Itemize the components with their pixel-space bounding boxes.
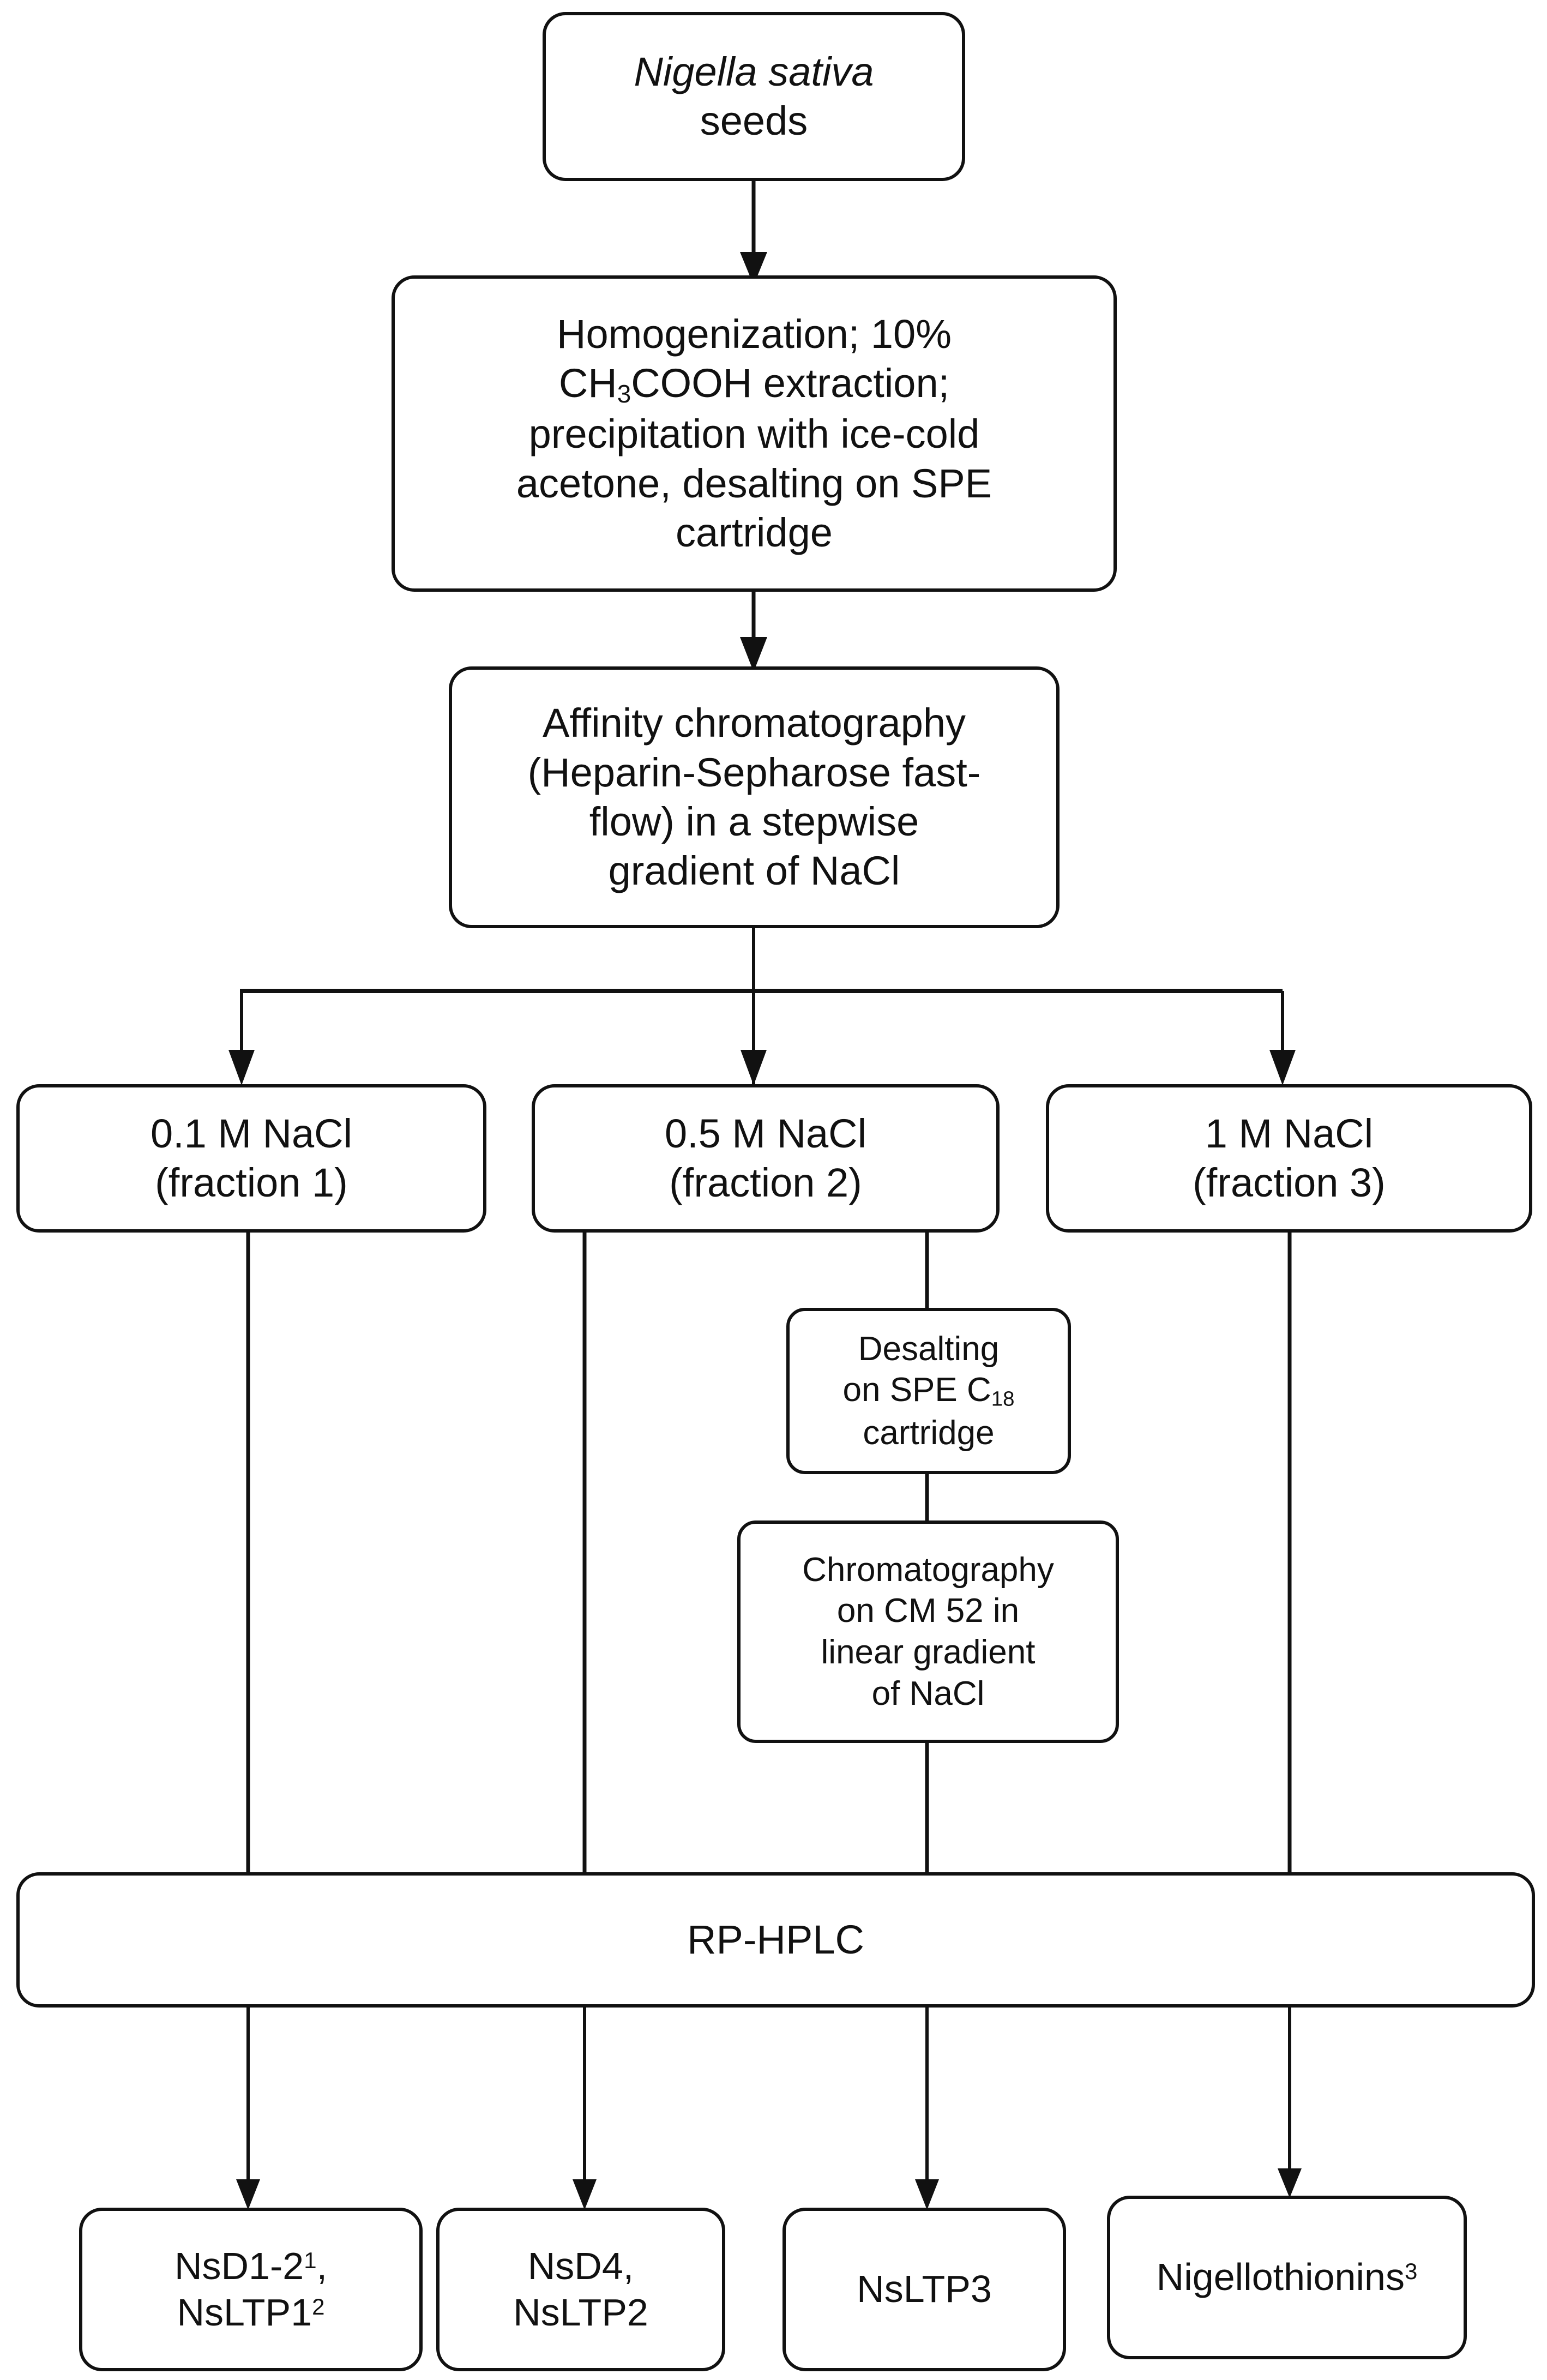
node-fraction-2[interactable]: 0.5 M NaCl (fraction 2) — [532, 1084, 1000, 1233]
node-product1-label: NsD1-21, NsLTP12 — [92, 2243, 410, 2336]
extraction-line2-post: COOH extraction; — [631, 360, 950, 406]
node-product-nigellothionins[interactable]: Nigellothionins3 — [1107, 2196, 1467, 2359]
fraction3-line1: 1 M NaCl — [1205, 1110, 1374, 1156]
desalting-line2-sub: 18 — [991, 1387, 1015, 1411]
extraction-line3: precipitation with ice-cold — [528, 411, 980, 457]
fraction3-line2: (fraction 3) — [1193, 1160, 1386, 1205]
cm52-line2: on CM 52 in — [836, 1592, 1020, 1630]
seeds-species-name: Nigella sativa — [634, 49, 874, 94]
affinity-line1: Affinity chromatography — [542, 700, 966, 746]
node-cm52-chromatography[interactable]: Chromatography on CM 52 in linear gradie… — [737, 1520, 1119, 1743]
node-affinity-chromatography[interactable]: Affinity chromatography (Heparin-Sepharo… — [449, 666, 1060, 928]
edge-affinity-split-bus — [228, 927, 1296, 1085]
cm52-line3: linear gradient — [821, 1633, 1036, 1671]
product4-label-pre: Nigellothionins — [1156, 2256, 1405, 2299]
product1-line2-pre: NsLTP1 — [177, 2291, 312, 2334]
node-cm52-label: Chromatography on CM 52 in linear gradie… — [750, 1549, 1106, 1715]
product1-line2-sup: 2 — [312, 2293, 325, 2319]
affinity-line4: gradient of NaCl — [608, 848, 900, 894]
edge-rphplc-to-product3 — [915, 2006, 939, 2210]
node-affinity-label: Affinity chromatography (Heparin-Sepharo… — [462, 699, 1046, 895]
node-desalting-label: Desalting on SPE C18 cartridge — [799, 1329, 1058, 1454]
node-rp-hplc-label: RP-HPLC — [687, 1916, 864, 1962]
product4-label-sup: 3 — [1404, 2258, 1418, 2285]
extraction-line4: acetone, desalting on SPE — [516, 460, 992, 506]
node-product-nsd4-nsltp2[interactable]: NsD4, NsLTP2 — [436, 2208, 725, 2371]
node-extraction-label: Homogenization; 10% CH3COOH extraction; … — [405, 310, 1104, 557]
node-fraction-1-label: 0.1 M NaCl (fraction 1) — [29, 1109, 473, 1208]
node-fraction-2-label: 0.5 M NaCl (fraction 2) — [545, 1109, 986, 1208]
extraction-line2-pre: CH — [558, 360, 617, 406]
cm52-line1: Chromatography — [802, 1550, 1054, 1589]
edge-rphplc-to-product1 — [236, 2006, 260, 2210]
node-seeds[interactable]: Nigella sativa seeds — [543, 12, 965, 181]
node-product3-label: NsLTP3 — [857, 2268, 992, 2311]
node-seeds-label: Nigella sativa seeds — [556, 47, 952, 146]
affinity-line2: (Heparin-Sepharose fast- — [527, 749, 981, 795]
fraction2-line1: 0.5 M NaCl — [664, 1110, 867, 1156]
edge-rphplc-to-product4 — [1278, 2006, 1302, 2198]
node-rp-hplc[interactable]: RP-HPLC — [16, 1872, 1535, 2008]
product2-line1: NsD4, — [527, 2244, 634, 2287]
fraction2-line2: (fraction 2) — [669, 1160, 862, 1205]
node-desalting-spe[interactable]: Desalting on SPE C18 cartridge — [786, 1308, 1071, 1474]
edge-rphplc-to-product2 — [573, 2006, 597, 2210]
desalting-line1: Desalting — [858, 1330, 1000, 1368]
node-fraction-3-label: 1 M NaCl (fraction 3) — [1059, 1109, 1519, 1208]
fraction1-line2: (fraction 1) — [155, 1160, 348, 1205]
node-product2-label: NsD4, NsLTP2 — [449, 2243, 712, 2336]
extraction-line2-sub: 3 — [617, 380, 631, 408]
node-product-nsltp3[interactable]: NsLTP3 — [782, 2208, 1066, 2371]
cm52-line4: of NaCl — [871, 1674, 985, 1712]
seeds-line2: seeds — [700, 98, 808, 143]
node-product-nsd1-2-nsltp1[interactable]: NsD1-21, NsLTP12 — [79, 2208, 423, 2371]
extraction-line5: cartridge — [676, 509, 833, 555]
extraction-line1: Homogenization; 10% — [557, 311, 952, 357]
node-product4-label: Nigellothionins3 — [1120, 2254, 1454, 2300]
fraction1-line1: 0.1 M NaCl — [150, 1110, 353, 1156]
desalting-line3: cartridge — [863, 1414, 995, 1452]
node-fraction-1[interactable]: 0.1 M NaCl (fraction 1) — [16, 1084, 486, 1233]
edge-extraction-to-affinity — [740, 592, 767, 672]
node-extraction[interactable]: Homogenization; 10% CH3COOH extraction; … — [392, 275, 1117, 592]
product1-line1-post: , — [316, 2244, 328, 2287]
affinity-line3: flow) in a stepwise — [589, 799, 919, 844]
node-fraction-3[interactable]: 1 M NaCl (fraction 3) — [1046, 1084, 1532, 1233]
product2-line2: NsLTP2 — [513, 2291, 648, 2334]
desalting-line2-pre: on SPE C — [842, 1371, 991, 1409]
product1-line1-sup: 1 — [304, 2247, 317, 2273]
product1-line1-pre: NsD1-2 — [174, 2244, 304, 2287]
